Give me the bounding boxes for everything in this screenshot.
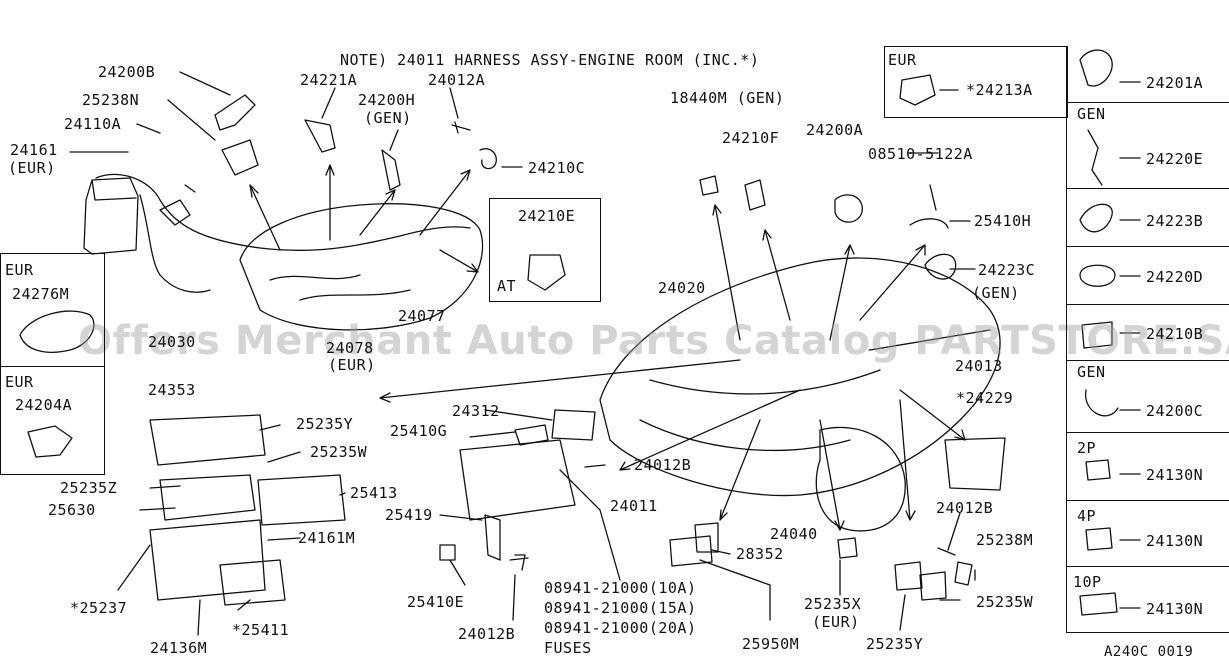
part-number[interactable]: 24136M <box>150 639 208 657</box>
part-number[interactable]: 28352 <box>736 545 784 563</box>
part-number[interactable]: 08941-21000(15A) <box>544 599 697 617</box>
part-number[interactable]: 08941-21000(10A) <box>544 579 697 597</box>
part-number[interactable]: 25410E <box>407 593 465 611</box>
part-number[interactable]: 25410H <box>974 212 1032 230</box>
engine-harness-icon <box>95 173 471 251</box>
part-number[interactable]: 24040 <box>770 525 818 543</box>
part-number[interactable]: 24220D <box>1146 268 1204 286</box>
part-number[interactable]: 24210E <box>518 207 576 225</box>
part-number[interactable]: 24210F <box>722 129 780 147</box>
part-number[interactable]: 24011 <box>610 497 658 515</box>
part-number[interactable]: 25235X <box>804 595 862 613</box>
part-number[interactable]: 25235W <box>310 443 368 461</box>
part-number[interactable]: *25237 <box>70 599 128 617</box>
part-number[interactable]: 25950M <box>742 635 800 653</box>
part-number[interactable]: 18440M (GEN) <box>670 89 785 107</box>
part-number[interactable]: 24077 <box>398 307 446 325</box>
part-number[interactable]: 25235W <box>976 593 1034 611</box>
part-number[interactable]: 24030 <box>148 333 196 351</box>
part-number[interactable]: 25235Y <box>296 415 354 433</box>
variant-tag: 4P <box>1077 507 1097 525</box>
at-24210e-box <box>489 198 601 302</box>
part-number[interactable]: *25411 <box>232 621 290 639</box>
part-number[interactable]: 24223C <box>978 261 1036 279</box>
variant-tag: (GEN) <box>972 284 1020 302</box>
part-number[interactable]: 24130N <box>1146 466 1204 484</box>
part-number[interactable]: 24312 <box>452 402 500 420</box>
watermark-text: Offers Merchant Auto Parts Catalog PARTS… <box>78 318 1229 364</box>
variant-tag: 10P <box>1073 573 1102 591</box>
part-number[interactable]: 24353 <box>148 381 196 399</box>
variant-tag: (EUR) <box>328 356 376 374</box>
part-number[interactable]: 24012B <box>458 625 516 643</box>
part-number[interactable]: 25413 <box>350 484 398 502</box>
part-number[interactable]: 24130N <box>1146 532 1204 550</box>
vehicle-body-icon <box>599 257 1001 497</box>
eur-24213a-box <box>884 46 1068 118</box>
eur-label: EUR <box>888 51 917 69</box>
part-number[interactable]: 24161M <box>298 529 356 547</box>
part-number[interactable]: *24229 <box>956 389 1014 407</box>
part-number[interactable]: 24013 <box>955 357 1003 375</box>
part-number[interactable]: 08510-5122A <box>868 145 973 163</box>
battery-icon <box>83 177 139 255</box>
part-number[interactable]: 24221A <box>300 71 358 89</box>
part-number[interactable]: 24020 <box>658 279 706 297</box>
variant-tag: (EUR) <box>8 159 56 177</box>
part-number[interactable]: 25410G <box>390 422 448 440</box>
right-panel-border <box>1066 46 1067 632</box>
eur-label: EUR <box>5 261 34 279</box>
part-number[interactable]: 24276M <box>12 285 70 303</box>
at-label: AT <box>497 277 517 295</box>
eur-label: EUR <box>5 373 34 391</box>
part-number[interactable]: 24012A <box>428 71 486 89</box>
part-number[interactable]: 24200B <box>98 63 156 81</box>
part-number[interactable]: 25238N <box>82 91 140 109</box>
part-number[interactable]: 24220E <box>1146 150 1204 168</box>
harness-note: NOTE) 24011 HARNESS ASSY-ENGINE ROOM (IN… <box>340 51 760 69</box>
part-number[interactable]: 24110A <box>64 115 122 133</box>
part-number[interactable]: 24012B <box>936 499 994 517</box>
part-number[interactable]: 24201A <box>1146 74 1204 92</box>
part-number[interactable]: 24200A <box>806 121 864 139</box>
part-number[interactable]: 25235Z <box>60 479 118 497</box>
part-number[interactable]: 25235Y <box>866 635 924 653</box>
diagram-code: A240C 0019 <box>1104 644 1194 660</box>
part-number[interactable]: 24012B <box>634 456 692 474</box>
part-number[interactable]: 24223B <box>1146 212 1204 230</box>
part-number[interactable]: 25419 <box>385 506 433 524</box>
part-number[interactable]: 24161 <box>10 141 58 159</box>
variant-tag: GEN <box>1077 363 1106 381</box>
part-number[interactable]: 24200C <box>1146 402 1204 420</box>
part-number[interactable]: 24210C <box>528 159 586 177</box>
part-number[interactable]: 24204A <box>15 396 73 414</box>
fuses-label: FUSES <box>544 639 592 657</box>
part-number[interactable]: 24200H <box>358 91 416 109</box>
part-number[interactable]: 24210B <box>1146 325 1204 343</box>
part-number[interactable]: 25238M <box>976 531 1034 549</box>
part-number[interactable]: 25630 <box>48 501 96 519</box>
part-number[interactable]: 24078 <box>326 339 374 357</box>
variant-tag: (EUR) <box>812 613 860 631</box>
part-number[interactable]: 08941-21000(20A) <box>544 619 697 637</box>
part-number[interactable]: 24130N <box>1146 600 1204 618</box>
left-eur-panel <box>0 253 105 475</box>
variant-tag: (GEN) <box>364 109 412 127</box>
variant-tag: 2P <box>1077 439 1097 457</box>
part-number[interactable]: *24213A <box>966 81 1033 99</box>
engine-block-icon <box>239 203 484 331</box>
variant-tag: GEN <box>1077 105 1106 123</box>
